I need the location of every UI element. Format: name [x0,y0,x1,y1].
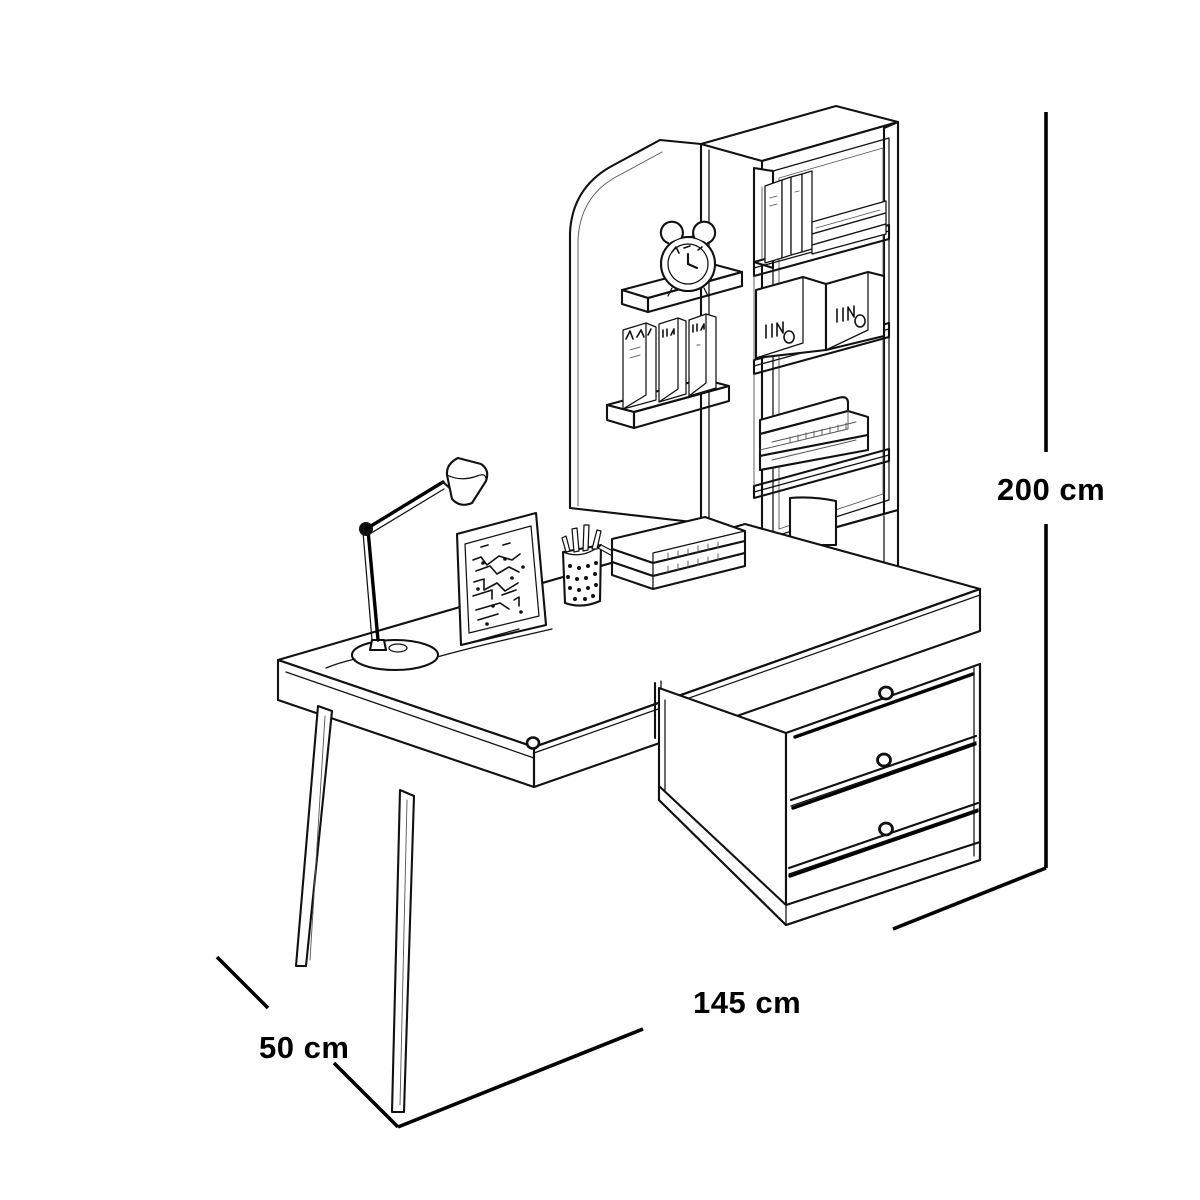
shelf-books [764,170,887,264]
dimension-width-line-lower [397,1027,644,1129]
hutch-inner-frame [772,137,890,538]
leg-rear [294,704,334,968]
dimension-depth: 50 cm [215,955,400,1129]
drawer-3[interactable] [788,809,979,878]
frame-artwork [472,542,521,621]
box-label-scribble-1 [765,321,795,344]
pedestal [657,662,982,927]
storage-boxes [754,270,886,360]
frame-artwork-dots [476,557,525,626]
picture-frame [455,511,548,647]
drawer-knob[interactable] [878,685,894,701]
standing-books [622,313,717,410]
dimension-depth-line-upper [215,955,270,1010]
dimension-depth-line-lower [332,1061,400,1129]
book-stack [610,515,747,591]
drawer-1[interactable] [789,672,978,807]
drawer-knob[interactable] [525,736,541,750]
book-label-scribble [625,328,652,340]
dimension-height-label: 200 cm [997,472,1105,507]
desktop [276,522,982,789]
cup-texture [566,561,598,601]
shelf-cubby-3 [752,373,891,500]
alarm-clock [659,220,717,297]
dimension-width-label: 145 cm [693,985,801,1020]
drawer-knob[interactable] [878,821,894,837]
dimension-width: 145 cm [397,866,1047,1129]
desk-lamp [325,456,553,672]
folded-stack [758,396,870,472]
hutch [568,104,900,608]
tapered-legs [294,704,416,1114]
apron-drawer [525,736,541,750]
drawer-knob[interactable] [876,752,892,768]
dimension-depth-label: 50 cm [259,1030,349,1065]
dimension-height: 200 cm [997,112,1105,868]
dimension-width-line-upper [892,866,1047,931]
box-label-scribble-2 [836,305,866,328]
